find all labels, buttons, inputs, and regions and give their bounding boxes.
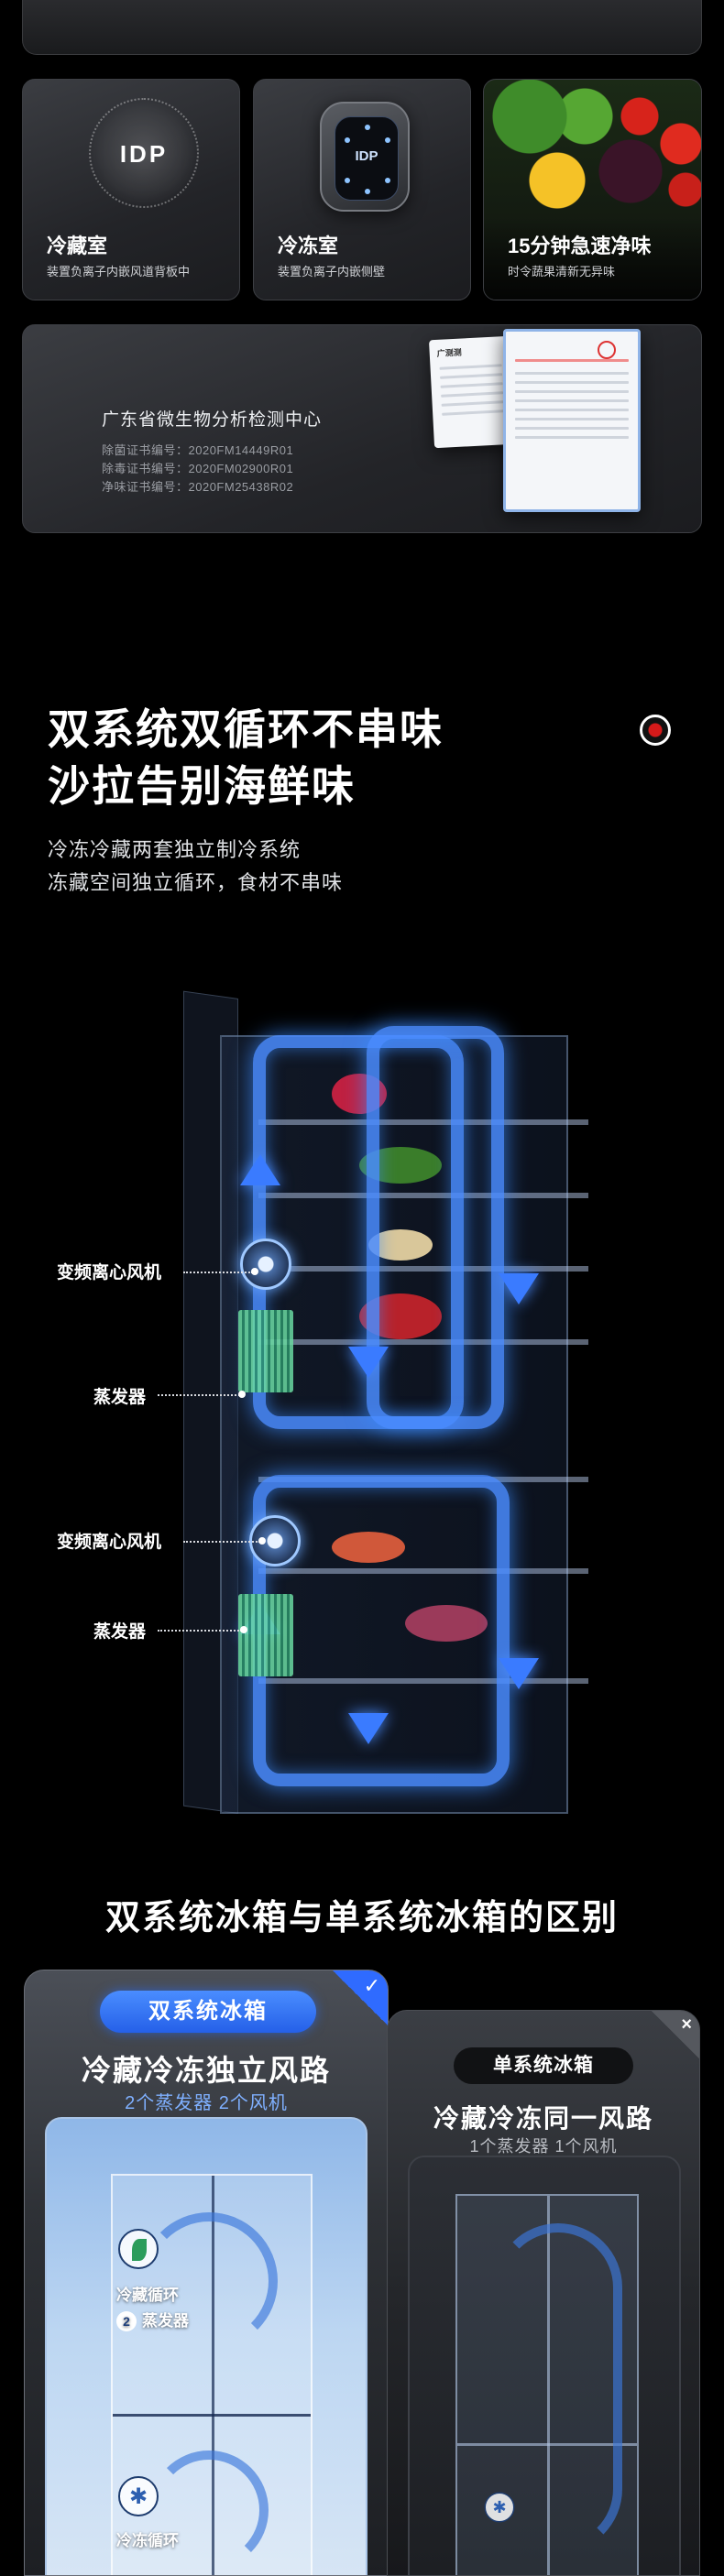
certificate-document-back: 广测测	[428, 335, 516, 449]
certificate-line: 净味证书编号：2020FM25438R02	[102, 480, 294, 494]
feature-subtitle: 装置负离子内嵌侧壁	[278, 265, 386, 278]
feature-subtitle: 时令蔬果清新无异味	[508, 265, 616, 278]
single-system-card: × 单系统冰箱 冷藏冷冻同一风路 1个蒸发器 1个风机	[387, 2010, 700, 2576]
close-badge: ×	[652, 2011, 699, 2058]
idp-ring-graphic: IDP	[89, 98, 199, 208]
feature-card-freezer: IDP 冷冻室 装置负离子内嵌侧壁	[253, 79, 471, 300]
feature-title: 15分钟急速净味	[508, 235, 652, 257]
top-panel-strip	[22, 0, 702, 55]
stamp-icon	[598, 341, 616, 359]
section-headline-2: 沙拉告别海鲜味	[48, 762, 356, 810]
fan-icon	[484, 2492, 515, 2523]
dual-system-headline: 冷藏冷冻独立风路	[81, 2054, 331, 2087]
certificate-line: 除菌证书编号：2020FM14449R01	[102, 443, 294, 457]
idp-device-label: IDP	[355, 148, 378, 164]
evaporator-graphic	[238, 1594, 293, 1676]
dual-system-badge: 双系统冰箱	[100, 1991, 316, 2033]
certificate-title: 广东省微生物分析检测中心	[102, 410, 323, 430]
dual-system-sub: 2个蒸发器 2个风机	[125, 2093, 288, 2113]
document-header: 广测测	[436, 347, 462, 358]
idp-device-graphic: IDP	[320, 102, 410, 212]
check-badge: ✓	[333, 1970, 388, 2025]
dual-system-card: ✓ 双系统冰箱 冷藏冷冻独立风路 2个蒸发器 2个风机 冷藏循环 2 蒸发器 冷冻…	[24, 1970, 389, 2576]
callout-evap-upper: 蒸发器	[93, 1388, 147, 1407]
snowflake-icon	[118, 2476, 159, 2516]
evaporator-graphic	[238, 1310, 293, 1392]
single-system-fridge-image	[408, 2156, 681, 2575]
check-icon: ✓	[363, 1974, 380, 1997]
evaporator-label: 蒸发器	[142, 2312, 189, 2330]
certificate-line: 除毒证书编号：2020FM02900R01	[102, 462, 294, 475]
feature-title: 冷冻室	[278, 235, 339, 257]
no-mix-badge-icon	[640, 715, 671, 746]
leaf-icon	[118, 2229, 159, 2269]
callout-fan-upper: 变频离心风机	[57, 1263, 162, 1283]
section-desc-2: 冻藏空间独立循环，食材不串味	[48, 871, 344, 894]
freezer-cycle-tag: 冷冻循环	[116, 2532, 179, 2549]
evaporator-tag: 2 蒸发器	[116, 2308, 189, 2331]
fridge-cycle-tag: 冷藏循环	[116, 2287, 179, 2304]
idp-label: IDP	[119, 140, 169, 168]
close-icon: ×	[681, 2014, 692, 2035]
callout-fan-lower: 变频离心风机	[57, 1533, 162, 1552]
dual-system-fridge-image: 冷藏循环 2 蒸发器 冷冻循环	[45, 2117, 367, 2575]
section-desc-1: 冷冻冷藏两套独立制冷系统	[48, 838, 302, 861]
dual-system-fridge-illustration	[183, 990, 605, 1850]
feature-title: 冷藏室	[47, 235, 108, 257]
feature-card-fridge: IDP 冷藏室 装置负离子内嵌风道背板中	[22, 79, 240, 300]
certificate-document-front	[503, 329, 641, 512]
single-system-sub: 1个蒸发器 1个风机	[469, 2137, 618, 2156]
section-headline-1: 双系统双循环不串味	[48, 705, 444, 753]
number-badge: 2	[116, 2311, 137, 2331]
feature-subtitle: 装置负离子内嵌风道背板中	[47, 265, 191, 278]
fan-icon	[249, 1515, 301, 1566]
certificate-card: 广东省微生物分析检测中心 除菌证书编号：2020FM14449R01 除毒证书编…	[22, 324, 702, 533]
feature-card-purify: 15分钟急速净味 时令蔬果清新无异味	[483, 79, 702, 300]
single-system-headline: 冷藏冷冻同一风路	[433, 2104, 653, 2133]
comparison-title: 双系统冰箱与单系统冰箱的区别	[104, 1899, 619, 1937]
callout-evap-lower: 蒸发器	[93, 1622, 147, 1642]
single-system-badge: 单系统冰箱	[454, 2047, 633, 2084]
fan-icon	[240, 1239, 291, 1290]
